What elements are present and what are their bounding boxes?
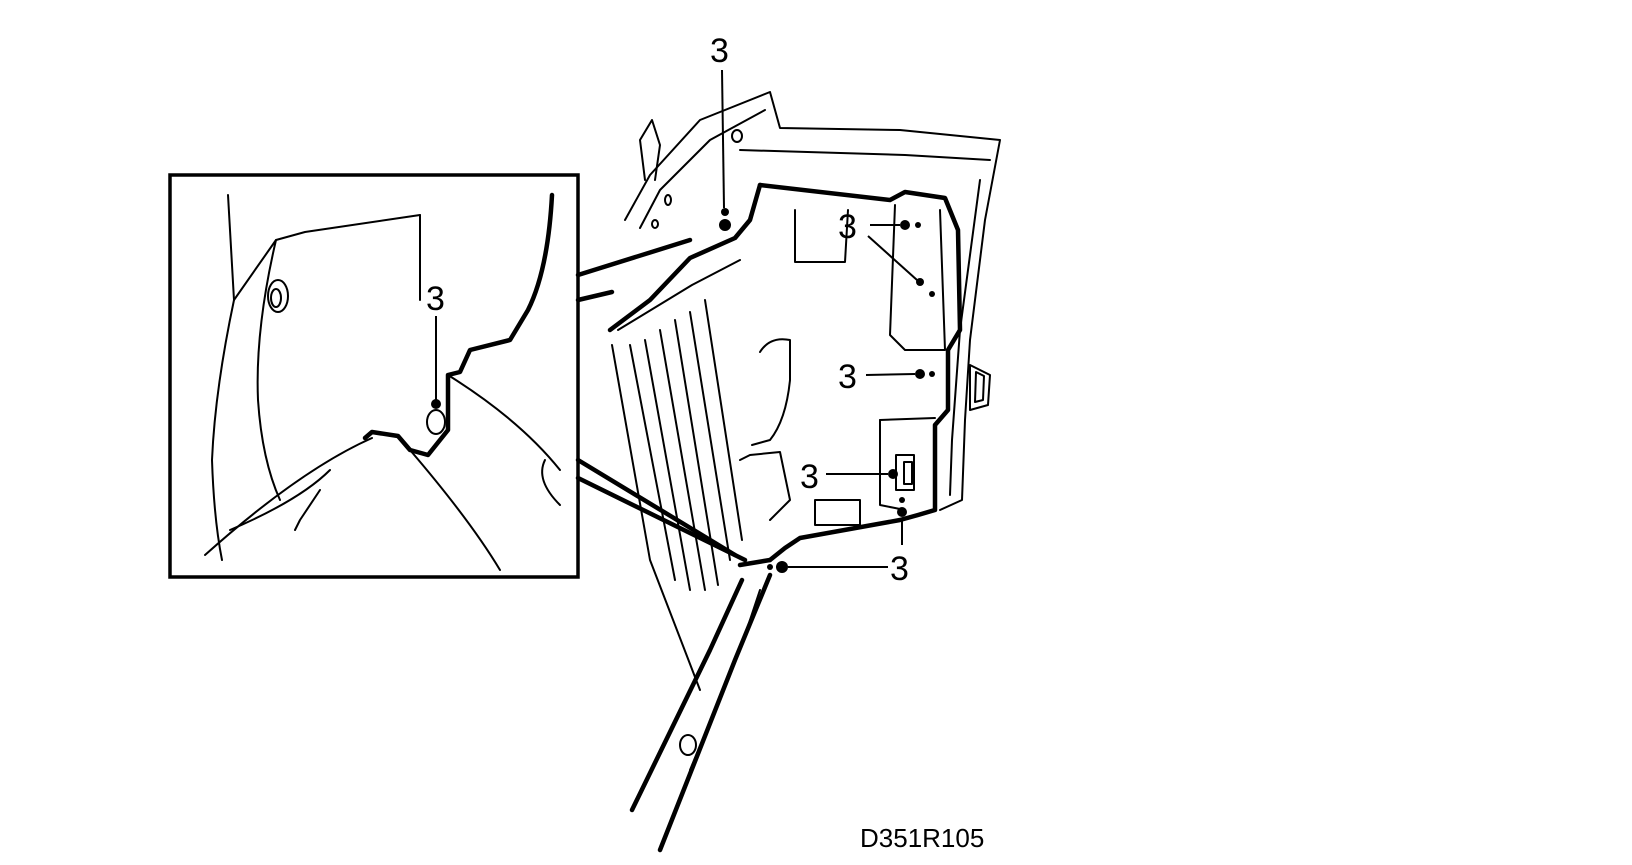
connector-line-lower-b	[575, 475, 748, 563]
clip-bottom-b	[767, 564, 773, 570]
detail-seal-strip	[362, 192, 555, 458]
door-check	[969, 364, 991, 411]
hinge-tab	[639, 119, 661, 181]
leader-top	[721, 69, 725, 209]
clip-upper-right-1	[900, 220, 910, 230]
detail-inset: 3	[168, 173, 748, 579]
detail-curve-4	[409, 449, 501, 571]
glass-edge-left	[611, 344, 701, 691]
latch	[895, 454, 915, 491]
door-frame	[607, 91, 1001, 853]
lower-rail-2	[629, 577, 745, 813]
callout-upper-right: 3	[838, 208, 857, 246]
seal-bottom-joint	[737, 557, 773, 568]
reference-code: D351R105	[860, 823, 984, 853]
detail-hole-inner	[270, 288, 282, 308]
detail-flap	[294, 489, 321, 531]
detail-curve-5	[204, 437, 373, 556]
leader-upper-right-2	[867, 235, 918, 281]
lower-rail-hole	[679, 734, 697, 756]
callout-detail: 3	[426, 280, 445, 318]
clip-bottom-right-b	[899, 497, 905, 503]
clip-top	[719, 219, 731, 231]
callout-labels: 3 3 3 3 3	[710, 32, 909, 588]
detail-panel-top	[233, 214, 421, 301]
pocket-lower-top	[879, 417, 936, 421]
detail-clip-dot	[431, 399, 441, 409]
pocket-upper	[794, 209, 849, 263]
door-check-inner	[974, 371, 985, 403]
detail-clip-outer	[426, 409, 446, 435]
detail-curve-7	[229, 469, 331, 531]
clip-upper-right-2	[916, 278, 924, 286]
clip-markers	[719, 208, 935, 573]
hatch-5	[689, 311, 731, 561]
latch-inner	[903, 461, 913, 485]
armrest	[751, 338, 791, 446]
detail-edge-left	[227, 194, 235, 301]
callout-top: 3	[710, 32, 729, 70]
detail-frame	[168, 173, 580, 579]
pocket-lower	[879, 419, 906, 511]
door-outer-skin	[624, 91, 1001, 511]
clip-middle-right	[915, 369, 925, 379]
hatch-2	[644, 339, 691, 591]
seal-main	[757, 182, 963, 563]
clip-upper-right-1b	[915, 222, 921, 228]
door-top-edge	[739, 149, 991, 161]
clip-top-b	[721, 208, 729, 216]
pocket-bottom	[814, 499, 861, 526]
detail-curve-1	[211, 299, 235, 561]
connector-line-upper-b	[575, 289, 615, 303]
hatch-3	[659, 329, 706, 591]
hatch-6	[704, 299, 743, 541]
pocket-right	[889, 204, 946, 351]
seal-upper-left	[607, 182, 763, 333]
callout-lower-right: 3	[800, 458, 819, 496]
detail-hole-outer	[267, 279, 289, 313]
leader-middle-right	[865, 373, 916, 376]
armrest-lower	[739, 451, 791, 521]
connector-line-upper	[575, 237, 693, 278]
clip-middle-right-b	[929, 371, 935, 377]
clip-bottom-right	[897, 507, 907, 517]
clip-lower-right	[888, 469, 898, 479]
detail-curve-2	[256, 239, 281, 501]
door-right-edge	[949, 179, 981, 496]
frame-hole-2	[664, 194, 672, 206]
clip-bottom	[776, 561, 788, 573]
hatch-1	[629, 344, 676, 581]
detail-curve-3	[447, 374, 561, 471]
glass-edge-top	[617, 259, 741, 331]
frame-hole-3	[651, 219, 659, 229]
connector-line-lower	[575, 457, 738, 558]
hatch-4	[674, 319, 719, 586]
callout-middle-right: 3	[838, 358, 857, 396]
lower-rail-3	[689, 589, 761, 771]
clip-upper-right-2b	[929, 291, 935, 297]
leader-lines	[721, 69, 918, 568]
door-outer-skin-inner	[639, 109, 766, 229]
detail-curve-6	[541, 459, 561, 506]
frame-hole-1	[731, 129, 743, 143]
callout-bottom: 3	[890, 550, 909, 588]
